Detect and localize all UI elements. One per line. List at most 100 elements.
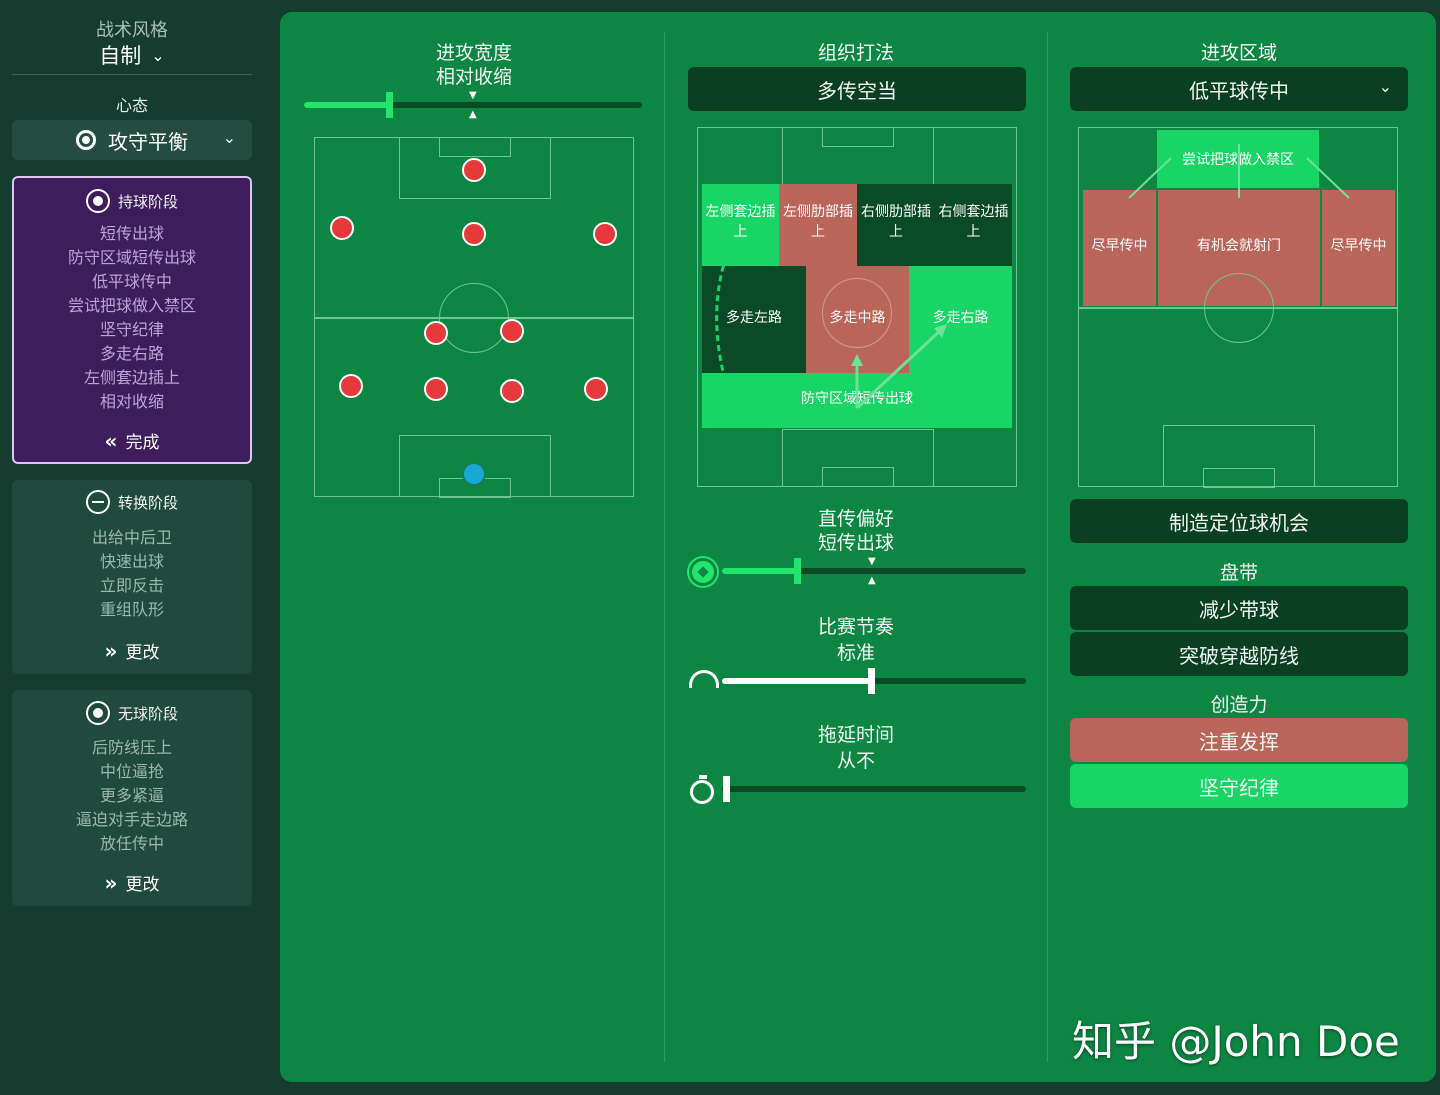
tempo-label: 比赛节奏: [817, 616, 894, 638]
watermark: 知乎 @John Doe: [1072, 1017, 1400, 1066]
set-pieces-label: 制造定位球机会: [1169, 510, 1309, 535]
center-circle: [1204, 273, 1274, 343]
default-marker-icon: ▲: [469, 109, 477, 120]
chevron-down-icon: ⌄: [151, 46, 165, 65]
be-expressive-button[interactable]: 注重发挥: [1070, 718, 1408, 762]
phase-item: 中位逼抢: [99, 762, 164, 781]
dribbling-label: 盘带: [1219, 562, 1258, 584]
change-button[interactable]: » 更改: [12, 870, 252, 896]
goal-box: [1203, 468, 1275, 488]
zone-right-early-cross[interactable]: 尽早传中: [1322, 190, 1395, 306]
player-marker[interactable]: [593, 222, 617, 246]
change-label: 更改: [125, 643, 160, 663]
phase-item: 坚守纪律: [99, 320, 164, 339]
divider: [12, 74, 252, 75]
phase-item: 后防线压上: [91, 738, 172, 757]
width-slider-track[interactable]: [304, 102, 642, 108]
phase-item: 左侧套边插上: [83, 368, 180, 387]
goalkeeper-marker[interactable]: [462, 462, 486, 486]
column-divider: [664, 32, 665, 1062]
movement-arrows: [1128, 144, 1350, 199]
be-disciplined-button[interactable]: 坚守纪律: [1070, 764, 1408, 808]
width-slider-fill: [304, 102, 390, 108]
phase-out-of-possession[interactable]: 无球阶段 后防线压上 中位逼抢 更多紧逼 逼迫对手走边路 放任传中 » 更改: [12, 690, 252, 906]
dribble-less-button[interactable]: 减少带球: [1070, 586, 1408, 630]
phase-instructions: 短传出球 防守区域短传出球 低平球传中 尝试把球做入禁区 坚守纪律 多走右路 左…: [14, 222, 250, 414]
zone-right-overlap[interactable]: 右侧套边插上: [935, 184, 1012, 266]
zone-left-early-cross[interactable]: 尽早传中: [1083, 190, 1156, 306]
player-marker[interactable]: [500, 319, 524, 343]
attacking-zone-select[interactable]: 低平球传中 ⌄: [1070, 67, 1408, 111]
phase-item: 多走右路: [99, 344, 164, 363]
zone-left-overlap[interactable]: 左侧套边插上: [702, 184, 779, 266]
time-wasting-slider-track[interactable]: [722, 786, 1026, 792]
phase-header: 转换阶段: [12, 489, 252, 515]
passing-slider-track[interactable]: [722, 568, 1026, 574]
goal-box: [439, 137, 511, 157]
movement-arrows: [715, 237, 947, 410]
ball-icon: [85, 189, 110, 213]
time-wasting-slider-handle[interactable]: [723, 776, 730, 802]
gauge-icon: [689, 670, 719, 688]
tactics-panel: 进攻宽度 相对收缩 ▼ ▲ 组织打法 多传空当 左侧套边插上 左侧肋部插上 右: [280, 12, 1436, 1082]
zone-right-half-space[interactable]: 右侧肋部插上: [857, 184, 935, 266]
phase-item: 低平球传中: [91, 272, 172, 291]
set-pieces-button[interactable]: 制造定位球机会: [1070, 499, 1408, 543]
player-marker[interactable]: [330, 216, 354, 240]
player-marker[interactable]: [500, 379, 524, 403]
defense-icon: [85, 701, 110, 725]
zone-left-half-space[interactable]: 左侧肋部插上: [779, 184, 857, 266]
soccer-ball-icon: [689, 558, 717, 586]
double-chevron-right-icon: »: [104, 638, 118, 663]
approach-play-button[interactable]: 多传空当: [688, 67, 1026, 111]
width-slider-handle[interactable]: [386, 92, 393, 118]
phase-transition[interactable]: 转换阶段 出给中后卫 快速出球 立即反击 重组队形 » 更改: [12, 480, 252, 674]
double-chevron-left-icon: «: [104, 428, 118, 453]
phase-item: 相对收缩: [99, 392, 164, 411]
phase-item: 防守区域短传出球: [67, 248, 196, 267]
passing-directness-label: 直传偏好: [817, 508, 894, 530]
passing-slider-handle[interactable]: [794, 558, 801, 584]
phase-item: 放任传中: [99, 834, 164, 853]
passing-slider-fill: [722, 568, 800, 574]
play-through-defence-button[interactable]: 突破穿越防线: [1070, 632, 1408, 676]
approach-play-label: 组织打法: [817, 42, 894, 64]
phase-item: 尝试把球做入禁区: [67, 296, 196, 315]
attacking-width-label: 进攻宽度: [435, 42, 512, 64]
phase-instructions: 后防线压上 中位逼抢 更多紧逼 逼迫对手走边路 放任传中: [12, 736, 252, 856]
player-marker[interactable]: [462, 222, 486, 246]
phase-instructions: 出给中后卫 快速出球 立即反击 重组队形: [12, 526, 252, 622]
mentality-select[interactable]: 攻守平衡 ⌄: [12, 120, 252, 160]
column-divider: [1047, 32, 1048, 1062]
phase-title: 无球阶段: [117, 704, 178, 723]
formation-pitch: [314, 137, 634, 498]
phase-header: 持球阶段: [14, 188, 250, 214]
player-marker[interactable]: [339, 374, 363, 398]
penalty-box: [1163, 425, 1315, 487]
player-marker[interactable]: [424, 321, 448, 345]
time-wasting-label: 拖延时间: [817, 724, 894, 746]
tempo-value: 标准: [836, 642, 875, 664]
mentality-value: 攻守平衡: [108, 129, 188, 154]
final-third-pitch: 尝试把球做入禁区 尽早传中 有机会就射门 尽早传中: [1078, 127, 1398, 488]
player-marker[interactable]: [424, 377, 448, 401]
penalty-box: [399, 435, 551, 497]
default-marker-icon: ▲: [868, 575, 876, 586]
player-marker[interactable]: [462, 158, 486, 182]
done-button[interactable]: « 完成: [14, 428, 250, 454]
center-circle: [439, 283, 509, 353]
default-marker-icon: ▼: [868, 556, 876, 567]
center-circle: [822, 278, 892, 348]
player-marker[interactable]: [584, 377, 608, 401]
phase-item: 立即反击: [99, 576, 164, 595]
goal-box: [822, 467, 894, 487]
phase-in-possession[interactable]: 持球阶段 短传出球 防守区域短传出球 低平球传中 尝试把球做入禁区 坚守纪律 多…: [12, 176, 252, 464]
chevron-down-icon: ⌄: [222, 128, 236, 147]
change-button[interactable]: » 更改: [12, 638, 252, 664]
build-up-pitch: 左侧套边插上 左侧肋部插上 右侧肋部插上 右侧套边插上 多走左路 多走中路 多走…: [697, 127, 1017, 487]
default-marker-icon: ▼: [469, 90, 477, 101]
zone-right-lane[interactable]: 多走右路: [909, 266, 1012, 373]
tactical-style-select[interactable]: 自制⌄: [12, 40, 252, 70]
phase-header: 无球阶段: [12, 700, 252, 726]
tempo-slider-handle[interactable]: [868, 668, 875, 694]
